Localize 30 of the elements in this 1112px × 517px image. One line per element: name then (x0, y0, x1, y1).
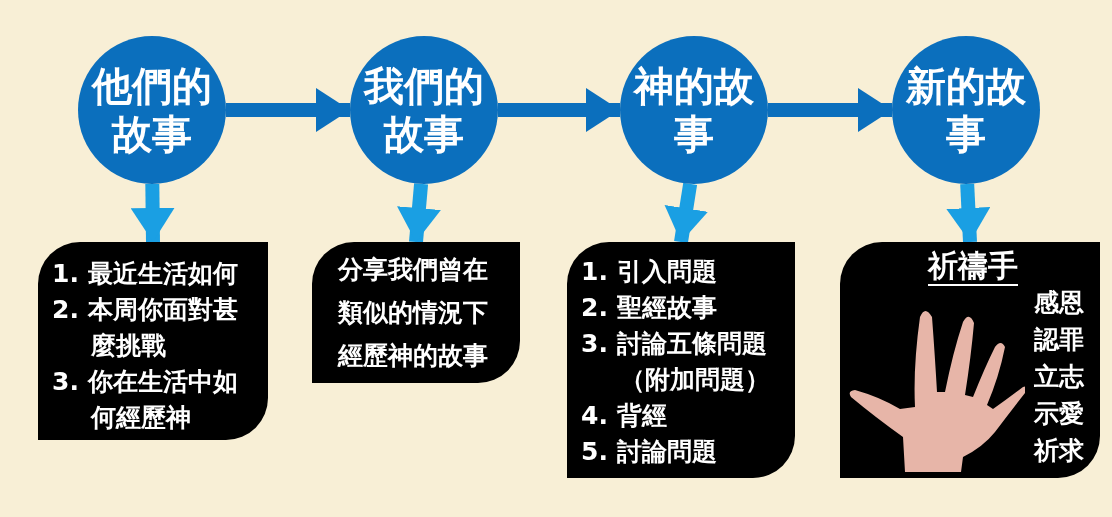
list-item: 2. 本周你面對甚麼挑戰 (52, 294, 239, 362)
list-item: 1. 最近生活如何 (52, 258, 239, 290)
prayer-word: 示愛 (1034, 399, 1084, 429)
step-card (840, 242, 1100, 478)
arrow (130, 183, 175, 243)
circle-title: 神的故事 (632, 62, 755, 158)
arrow (397, 183, 441, 243)
arrow (946, 183, 991, 243)
prayer-word: 認罪 (1034, 325, 1084, 355)
prayer-word: 立志 (1034, 362, 1084, 392)
list-item: 3. 討論五條問題（附加問題） (581, 328, 771, 396)
arrow (498, 88, 620, 132)
list-item: 4. 背經 (581, 400, 668, 432)
circle-title: 我們的故事 (362, 62, 485, 158)
list-item: 3. 你在生活中如何經歷神 (52, 366, 239, 434)
circle-title: 他們的故事 (90, 62, 213, 158)
list-item: 1. 引入問題 (581, 256, 718, 288)
step-card (312, 242, 520, 383)
prayer-word: 祈求 (1034, 436, 1084, 466)
arrow (226, 88, 350, 132)
arrow (664, 182, 709, 244)
list-item: 5. 討論問題 (581, 436, 718, 468)
prayer-word: 感恩 (1034, 288, 1084, 318)
step-card (567, 242, 795, 478)
arrow (768, 88, 892, 132)
step-card (38, 242, 268, 440)
list-item: 2. 聖經故事 (581, 292, 718, 324)
card-heading: 祈禱手 (928, 248, 1018, 286)
card-text: 分享我們曾在類似的情況下經歷神的故事 (338, 254, 489, 372)
circle-title: 新的故事 (905, 62, 1027, 158)
